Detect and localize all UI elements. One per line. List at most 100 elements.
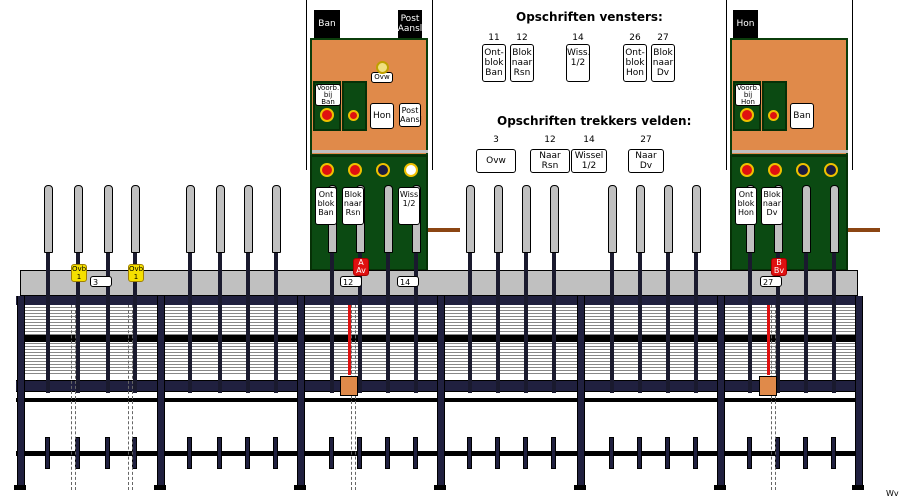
crank-handle-icon[interactable]: [428, 228, 460, 232]
lever-rod: [76, 253, 80, 393]
windows-title: Opschriften vensters:: [516, 10, 663, 24]
cable: [852, 0, 853, 170]
lever-rod: [468, 253, 472, 393]
red-lamp-icon: [348, 163, 362, 177]
trekkers-title: Opschriften trekkers velden:: [497, 114, 692, 128]
tag-b-bv: B Bv: [771, 258, 787, 276]
window-number: 12: [516, 33, 528, 43]
lever-rod: [748, 253, 752, 393]
block-box: [342, 81, 367, 131]
lever-rod: [638, 253, 642, 393]
window-text: Ban: [485, 68, 503, 78]
lever-grip[interactable]: [384, 185, 393, 253]
lower-bracket: [187, 437, 192, 469]
lever-grip[interactable]: [692, 185, 701, 253]
lever-rod: [246, 253, 250, 393]
post-foot: [714, 485, 726, 490]
window-text: 1/2: [570, 58, 586, 68]
lower-bracket: [105, 437, 110, 469]
lever-rod: [106, 253, 110, 393]
lower-bracket: [357, 437, 362, 469]
trekker-label: Ovw: [476, 149, 516, 173]
red-lamp-icon: [320, 108, 334, 122]
lower-bracket: [217, 437, 222, 469]
block-box: [762, 81, 787, 131]
lever-rod: [776, 253, 780, 393]
lower-bracket: [551, 437, 556, 469]
lever-rod: [524, 253, 528, 393]
lever-grip[interactable]: [522, 185, 531, 253]
trekker-number: 27: [640, 135, 652, 145]
lower-bracket: [329, 437, 334, 469]
lever-grip[interactable]: [494, 185, 503, 253]
lever-grip[interactable]: [830, 185, 839, 253]
lever-rod: [666, 253, 670, 393]
lever-grip[interactable]: [74, 185, 83, 253]
lever-grip[interactable]: [104, 185, 113, 253]
window-number: 26: [629, 33, 641, 43]
frame-post: [297, 296, 305, 488]
cable: [726, 0, 727, 170]
lever-grip[interactable]: [44, 185, 53, 253]
rail: [312, 150, 428, 153]
lever-grip[interactable]: [636, 185, 645, 253]
lever-grip[interactable]: [664, 185, 673, 253]
window-text: Wiss.: [567, 48, 591, 58]
red-lamp-icon: [740, 108, 754, 122]
crank-handle-icon[interactable]: [848, 228, 880, 232]
window-number: 14: [572, 33, 584, 43]
trekker-label: Wissel 1/2: [571, 149, 607, 173]
dark-lamp-icon: [376, 163, 390, 177]
lower-bracket: [467, 437, 472, 469]
lever-label-3: 3: [90, 276, 112, 287]
trekker-label: Naar Rsn: [530, 149, 570, 173]
signature: Wv: [886, 489, 899, 498]
ban-label: Ban: [790, 103, 814, 129]
lever-grip[interactable]: [466, 185, 475, 253]
lower-bracket: [413, 437, 418, 469]
lower-bracket: [385, 437, 390, 469]
lever-grip[interactable]: [608, 185, 617, 253]
lever-grip[interactable]: [550, 185, 559, 253]
red-lamp-icon: [320, 163, 334, 177]
lever-rod: [552, 253, 556, 393]
lower-bracket: [245, 437, 250, 469]
lever-grip[interactable]: [244, 185, 253, 253]
lever-grip[interactable]: [802, 185, 811, 253]
trekker-number: 3: [493, 135, 499, 145]
card-blok-naar-dv: Blok naar Dv: [761, 187, 783, 225]
ovw-lamp-icon: [376, 61, 389, 74]
post-foot: [852, 485, 864, 490]
voorb-bij-hon-label: Voorb. bij Hon: [735, 84, 761, 106]
chain: [128, 305, 133, 490]
lever-grip[interactable]: [186, 185, 195, 253]
tag-ovb-1: Ovb 1: [71, 264, 87, 282]
lever-grip[interactable]: [216, 185, 225, 253]
frame-post: [855, 296, 863, 488]
hon-label: Hon: [370, 103, 394, 129]
window-text: Rsn: [513, 68, 531, 78]
lower-bracket: [273, 437, 278, 469]
dark-lamp-icon: [796, 163, 810, 177]
lever-rod: [46, 253, 50, 393]
card-ont-blok-ban: Ont blok Ban: [315, 187, 337, 225]
block-ban: Ban: [314, 10, 340, 38]
post-aansl-label: Post Aansl: [399, 103, 422, 127]
lever-grip[interactable]: [272, 185, 281, 253]
lever-rod: [496, 253, 500, 393]
lever-rod: [610, 253, 614, 393]
window-text: blok: [625, 58, 645, 68]
lower-bracket: [637, 437, 642, 469]
frame-post: [17, 296, 25, 488]
frame-post: [577, 296, 585, 488]
window-text: Blok: [512, 48, 532, 58]
lever-rod: [386, 253, 390, 393]
lower-bracket: [609, 437, 614, 469]
weight-block: [340, 376, 358, 396]
cable: [306, 0, 307, 170]
lever-grip[interactable]: [131, 185, 140, 253]
post-foot: [294, 485, 306, 490]
